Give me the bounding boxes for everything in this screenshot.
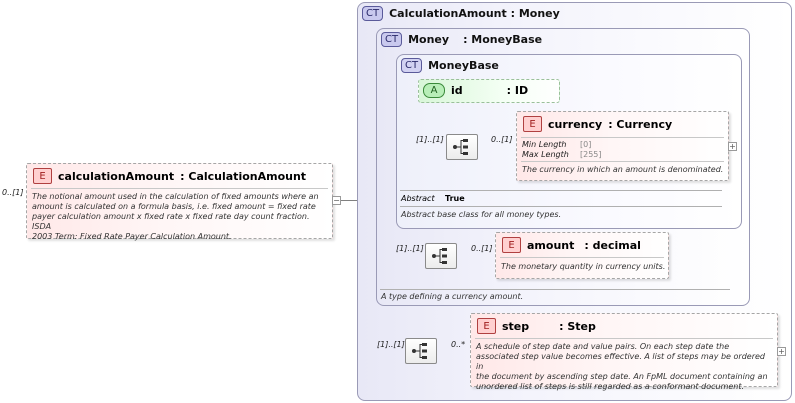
element-icon: E: [502, 237, 521, 253]
collapse-toggle[interactable]: −: [332, 196, 341, 205]
element-title: E amount : decimal: [502, 237, 641, 253]
divider: [400, 206, 722, 207]
divider: [521, 161, 724, 162]
id-attribute[interactable]: A id : ID: [418, 79, 560, 103]
element-icon: E: [33, 168, 52, 184]
step-occurrence: 0..*: [451, 340, 466, 349]
element-name: amount: [527, 238, 575, 252]
abstract-key: Abstract: [401, 194, 435, 203]
facet-value: [255]: [580, 150, 602, 159]
amount-occurrence: 0..[1]: [471, 244, 493, 253]
element-documentation: The notional amount used in the calculat…: [32, 192, 330, 242]
facet-row: Max Length [255]: [522, 150, 602, 160]
abstract-row: Abstract True: [401, 194, 465, 204]
sequence-occurrence: [1]..[1]: [396, 244, 424, 253]
money-base-type-header: CT MoneyBase: [401, 58, 499, 73]
connector: [332, 200, 367, 201]
facet-row: Min Length [0]: [522, 140, 591, 150]
element-name: calculationAmount: [58, 169, 175, 183]
element-documentation: The currency in which an amount is denom…: [522, 165, 724, 174]
divider: [475, 338, 773, 339]
expand-toggle[interactable]: +: [777, 347, 786, 356]
sequence-glyph: [453, 139, 468, 155]
divider: [380, 289, 730, 290]
sequence-occurrence: [1]..[1]: [377, 340, 405, 349]
element-icon: E: [477, 318, 496, 334]
divider: [500, 257, 664, 258]
money-type-header: CT Money : MoneyBase: [381, 32, 542, 47]
element-type: : CalculationAmount: [180, 169, 307, 183]
expand-toggle[interactable]: +: [728, 142, 737, 151]
element-title: E calculationAmount : CalculationAmount: [33, 168, 306, 184]
element-name: currency: [548, 117, 603, 131]
doc-line: the document by ascending step date. An …: [476, 372, 768, 381]
divider: [400, 190, 722, 191]
attribute-icon: A: [423, 83, 445, 98]
complex-type-icon: CT: [381, 32, 403, 47]
root-occurrence: 0..[1]: [2, 188, 24, 197]
facet-key: Max Length: [522, 150, 569, 159]
attribute-type: : ID: [506, 84, 529, 97]
doc-line: amount is calculated on a formula basis,…: [32, 202, 316, 211]
element-documentation: The monetary quantity in currency units.: [501, 262, 666, 271]
attribute-title: A id : ID: [423, 83, 528, 98]
abstract-value: True: [445, 194, 465, 203]
element-icon: E: [523, 116, 542, 132]
element-documentation: A schedule of step date and value pairs.…: [476, 342, 774, 392]
sequence-icon[interactable]: [425, 243, 457, 269]
attribute-name: id: [451, 84, 463, 97]
complex-type-icon: CT: [362, 6, 384, 21]
doc-line: A schedule of step date and value pairs.…: [476, 342, 730, 351]
calculation-amount-type-header: CT CalculationAmount : Money: [362, 6, 560, 21]
doc-line: payer calculation amount x fixed rate x …: [32, 212, 310, 231]
sequence-occurrence: [1]..[1]: [416, 135, 444, 144]
element-type: : decimal: [584, 238, 641, 252]
element-type: : Step: [559, 319, 596, 333]
sequence-icon[interactable]: [405, 338, 437, 364]
element-name: step: [502, 319, 530, 333]
divider: [521, 137, 724, 138]
type-title: CalculationAmount : Money: [389, 7, 560, 20]
facet-value: [0]: [580, 140, 592, 149]
step-element[interactable]: E step : Step A schedule of step date an…: [470, 313, 778, 391]
calculation-amount-element[interactable]: E calculationAmount : CalculationAmount …: [26, 163, 333, 242]
amount-element[interactable]: E amount : decimal The monetary quantity…: [495, 232, 669, 279]
type-title: MoneyBase: [428, 59, 499, 72]
facet-key: Min Length: [522, 140, 567, 149]
currency-occurrence: 0..[1]: [491, 135, 513, 144]
doc-line: unordered list of steps is still regarde…: [476, 382, 745, 391]
element-title: E currency : Currency: [523, 116, 672, 132]
type-name: Money: [408, 33, 450, 46]
element-title: E step : Step: [477, 318, 596, 334]
sequence-glyph: [432, 248, 447, 264]
currency-element[interactable]: E currency : Currency Min Length [0] Max …: [516, 111, 729, 181]
sequence-icon[interactable]: [446, 134, 478, 160]
doc-line: associated step value becomes effective.…: [476, 352, 765, 371]
complex-type-icon: CT: [401, 58, 423, 73]
divider: [31, 188, 328, 189]
sequence-glyph: [412, 343, 427, 359]
money-base-documentation: Abstract base class for all money types.: [401, 210, 562, 219]
type-base: : MoneyBase: [463, 33, 543, 46]
doc-line: 2003 Term: Fixed Rate Payer Calculation …: [32, 232, 232, 241]
doc-line: The notional amount used in the calculat…: [32, 192, 319, 201]
element-type: : Currency: [608, 117, 673, 131]
calculation-amount-type-documentation: A type defining a currency amount.: [381, 292, 524, 301]
